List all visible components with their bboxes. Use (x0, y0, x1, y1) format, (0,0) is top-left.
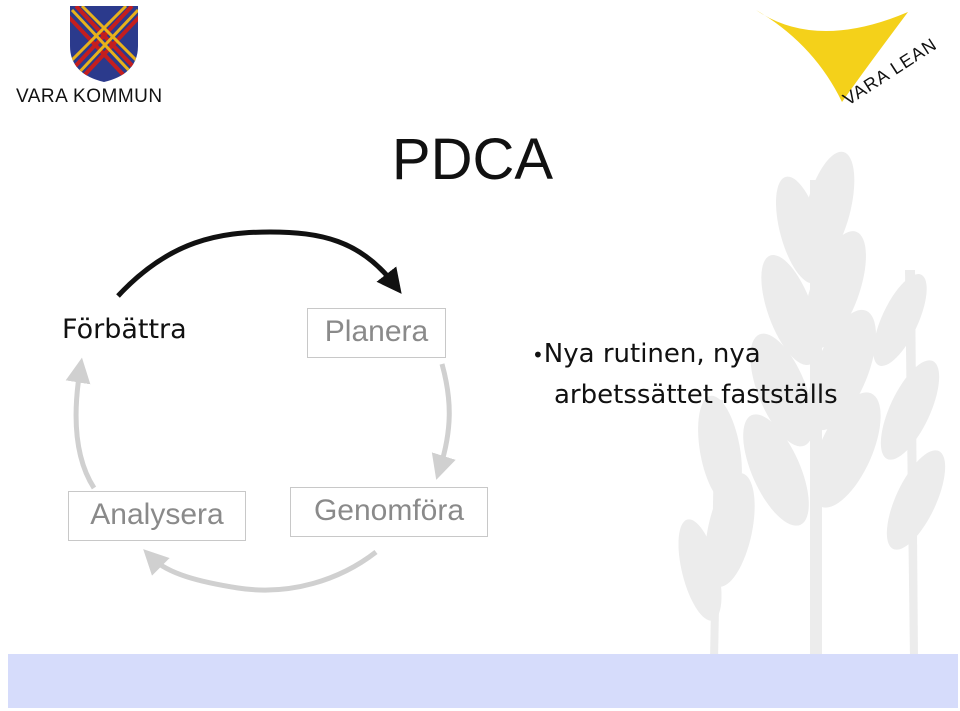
footer-bar (8, 654, 958, 708)
arrow-forbattra-to-planera (116, 229, 402, 298)
bullet-dot-icon: • (532, 343, 544, 367)
arrow-analysera-to-forbattra (65, 357, 97, 490)
bullet-line-2: arbetssättet fastställs (554, 380, 838, 410)
vara-kommun-logo-text: VARA KOMMUN (16, 86, 163, 107)
step-forbattra-label: Förbättra (62, 314, 187, 345)
bullet-line-1: Nya rutinen, nya (543, 339, 761, 369)
step-analysera-label: Analysera (90, 498, 224, 531)
coat-of-arms-icon (70, 6, 138, 82)
slide-title: PDCA (391, 127, 554, 192)
arrow-genomfora-to-analysera (143, 549, 378, 593)
step-planera-box: Planera (307, 308, 446, 358)
step-genomfora-label: Genomföra (313, 494, 465, 527)
vara-kommun-logo: VARA KOMMUN (16, 4, 186, 114)
step-genomfora-box: Genomföra (290, 487, 488, 537)
wheat-background-illustration (678, 151, 946, 660)
bullet-point: •Nya rutinen, nya arbetssättet fastställ… (532, 334, 932, 415)
arrow-planera-to-genomfora (431, 363, 456, 480)
step-analysera-box: Analysera (68, 491, 246, 541)
step-planera-label: Planera (324, 315, 429, 348)
vara-lean-logo: VARA LEAN (756, 10, 936, 109)
